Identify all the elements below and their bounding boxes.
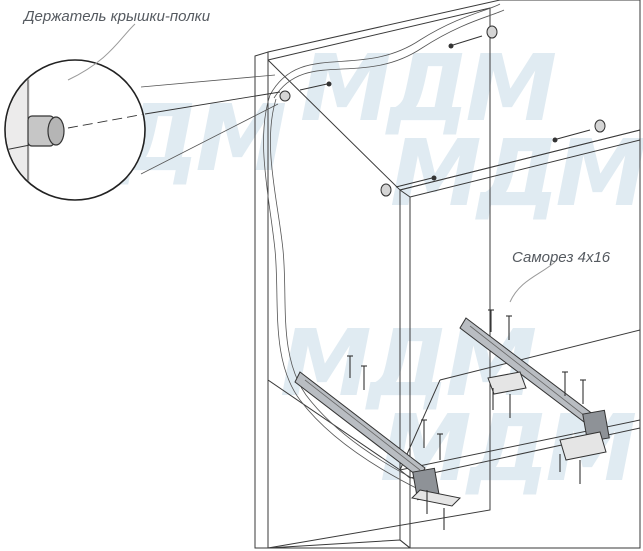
runner-left [294, 371, 462, 507]
holder-back-left [448, 25, 498, 49]
screw-label: Саморез 4х16 [512, 249, 611, 266]
top-front-edge [409, 139, 641, 198]
screw-1 [347, 355, 353, 378]
holder-front-left [279, 81, 332, 102]
bottom-left [267, 539, 411, 549]
screw-callout-pointer [509, 261, 556, 303]
watermark-top: МДМ [300, 35, 555, 142]
screw-11 [562, 371, 568, 396]
holder-back-right [552, 119, 606, 143]
holder-callout-pointer [67, 23, 136, 81]
screw-8 [506, 315, 512, 340]
detail-leader-line [144, 91, 281, 115]
cable [263, 3, 505, 491]
screw-7 [488, 309, 494, 332]
holder-front-right [380, 175, 437, 197]
magnifier-circle [4, 59, 146, 201]
back-panel [267, 7, 491, 549]
front-opening [399, 129, 641, 549]
shelf-cover-holder-label: Держатель крышки-полки [22, 8, 211, 25]
screw-4 [437, 433, 443, 460]
runner-right [459, 317, 610, 461]
bottom-back-line [439, 329, 641, 381]
cabinet [254, 0, 641, 549]
screw-3 [421, 419, 427, 448]
screw-2 [361, 365, 367, 390]
shelf-holders [279, 25, 606, 197]
screws [347, 309, 586, 530]
watermark-top-right: МДМ [390, 120, 643, 227]
screw-12 [580, 379, 586, 404]
